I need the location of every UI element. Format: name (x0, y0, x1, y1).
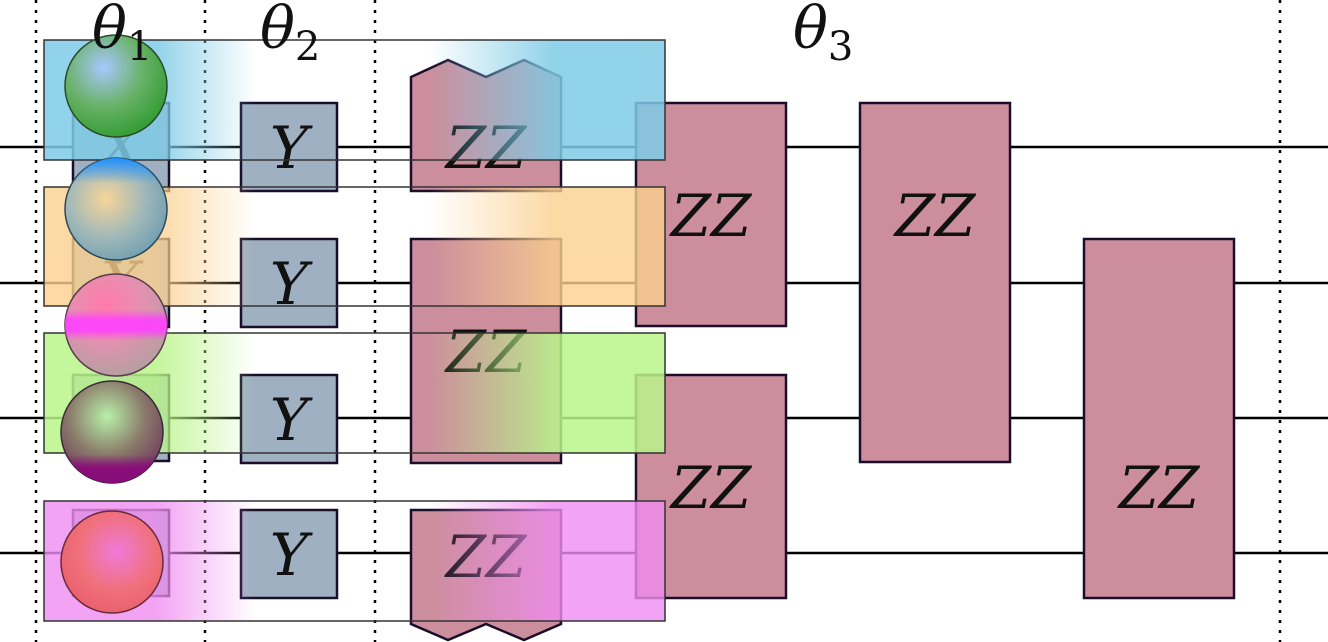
qubit-sphere-5 (60, 510, 164, 614)
qubit-sphere-1 (64, 34, 168, 138)
zz-gate-label: ZZ (669, 182, 753, 250)
column-separators (34, 0, 1282, 642)
zz-gate-label: ZZ (669, 454, 753, 522)
zz-gate-layer-2: ZZ ZZ ZZ ZZ (634, 101, 1236, 600)
zz-gate-label: ZZ (1117, 454, 1201, 522)
qubit-sphere-3-band (65, 274, 167, 376)
param-symbol: θ (793, 0, 828, 62)
param-label-3: θ3 (793, 0, 853, 70)
zz-gate-box (1082, 237, 1236, 600)
param-subscript: 2 (295, 24, 320, 70)
zz-gate-label: ZZ (893, 182, 977, 250)
param-subscript: 1 (127, 24, 152, 70)
qubit-sphere-4-cap (61, 381, 163, 483)
param-symbol: θ (92, 0, 127, 62)
qubit-spheres (60, 34, 168, 614)
param-label-1: θ1 (92, 0, 152, 70)
parameter-labels: θ1 θ2 θ3 (92, 0, 853, 70)
param-label-2: θ2 (260, 0, 320, 70)
zz-gate-box (858, 101, 1012, 464)
param-symbol: θ (260, 0, 295, 62)
param-subscript: 3 (828, 24, 853, 70)
qubit-sphere-2-cap (65, 158, 167, 260)
